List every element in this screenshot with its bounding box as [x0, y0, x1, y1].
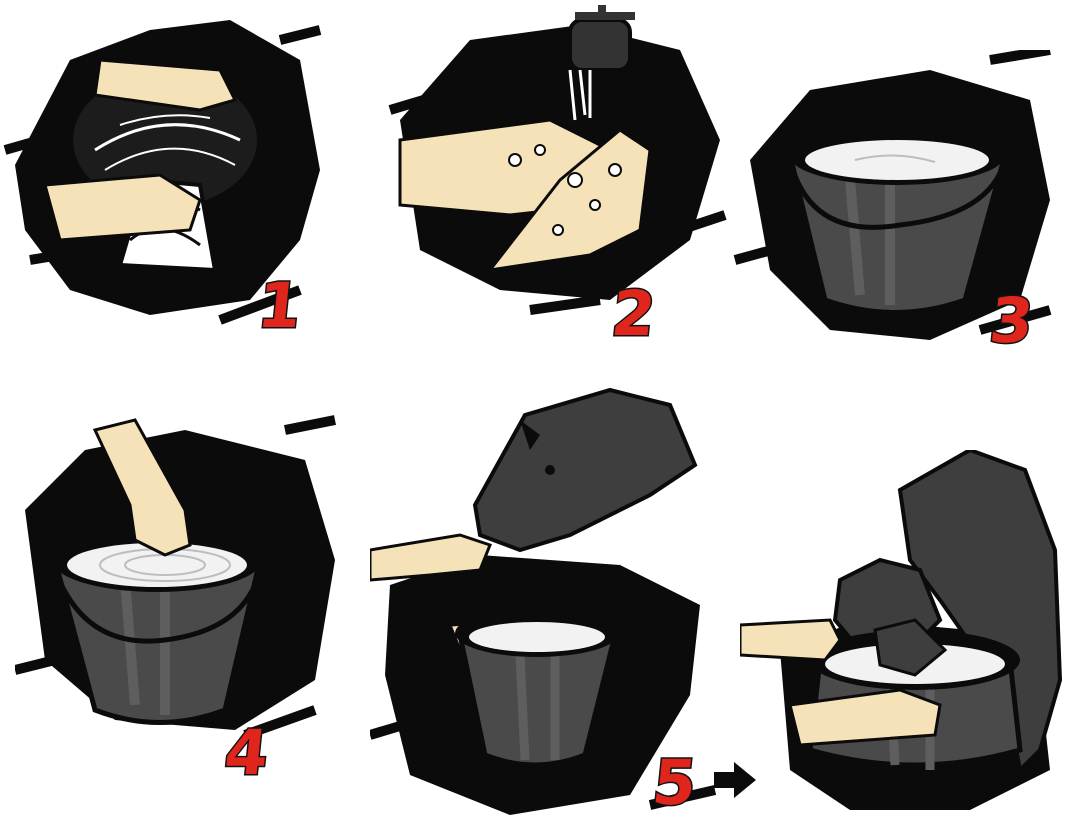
- step-2-illustration: [380, 0, 730, 340]
- step-number-1: 1: [255, 275, 305, 337]
- step-4-illustration: [15, 410, 345, 750]
- step-number-2: 2: [609, 283, 659, 345]
- step-number-3: 3: [987, 290, 1037, 352]
- step-number-5: 5: [650, 752, 700, 814]
- step-number-4: 4: [222, 722, 272, 784]
- calf-drinking-illustration: [740, 450, 1072, 819]
